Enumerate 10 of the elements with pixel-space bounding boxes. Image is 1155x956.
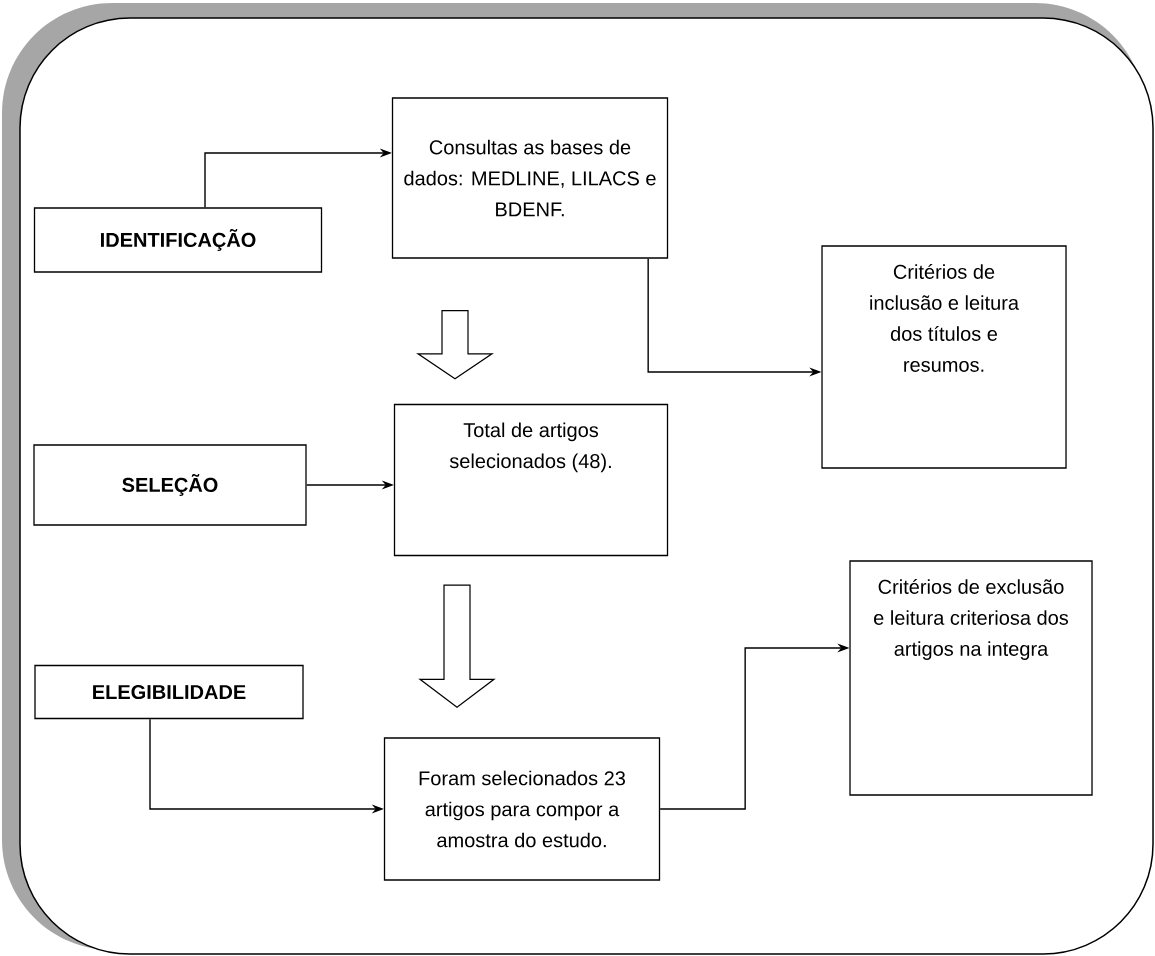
stage-box: ELEGIBILIDADE xyxy=(34,664,304,720)
criteria-box: Critérios de inclusão e leitura dos títulos e resumos. xyxy=(821,245,1067,469)
process-box: Foram selecionados 23 artigos para compor a amostra do estudo. xyxy=(383,737,661,881)
stage-box: IDENTIFICAÇÃO xyxy=(33,207,323,273)
stage-box: SELEÇÃO xyxy=(33,444,307,526)
block-arrow xyxy=(416,310,494,380)
process-box: Total de artigos selecionados (48). xyxy=(393,403,669,557)
block-arrow xyxy=(418,584,496,709)
process-box: Consultas as bases de dados: MEDLINE, LILACS e BDENF. xyxy=(391,97,669,259)
criteria-box: Critérios de exclusão e leitura criteriosa dos artigos na integra xyxy=(849,560,1093,796)
